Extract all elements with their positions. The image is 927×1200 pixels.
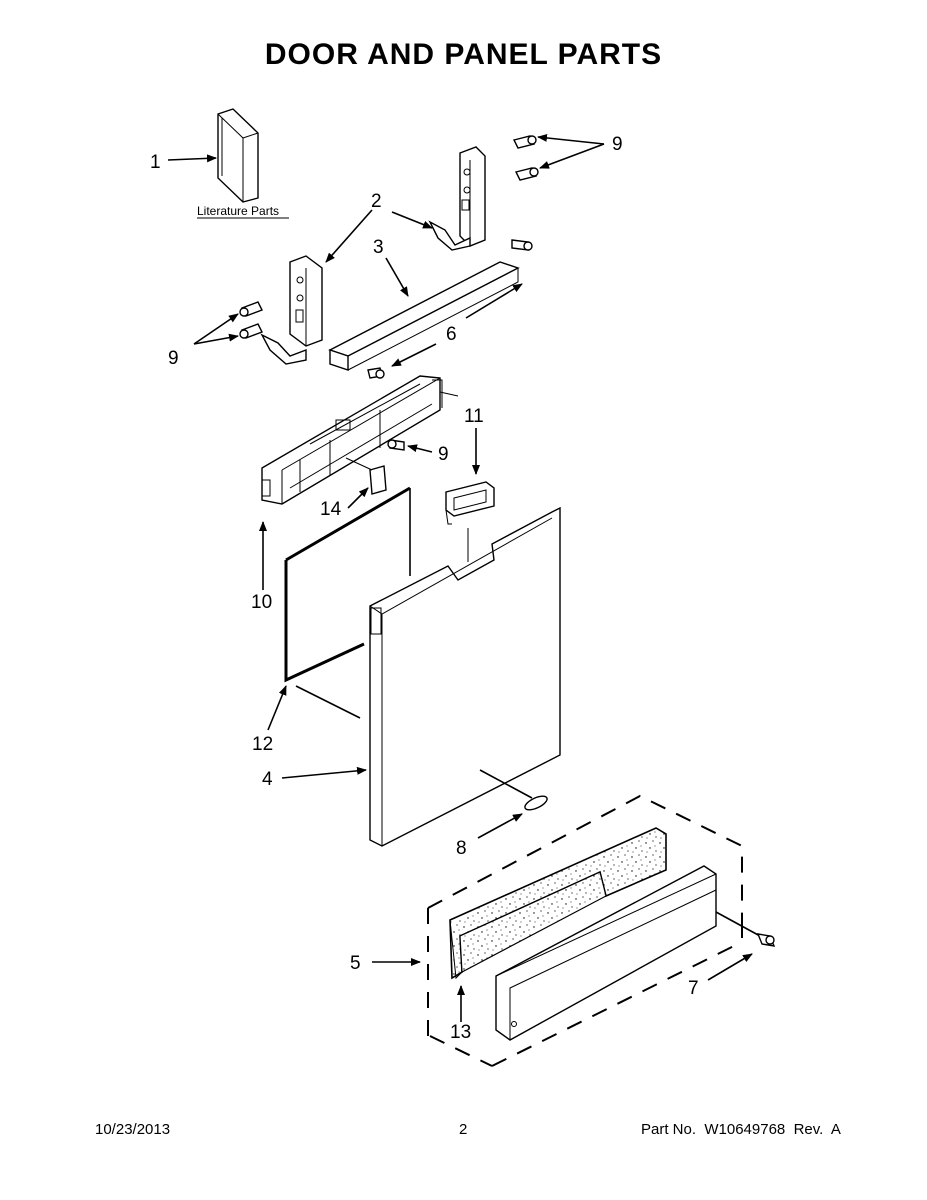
callout-9-top: 9 <box>612 134 623 155</box>
footer-date: 10/23/2013 <box>95 1121 171 1138</box>
screw-channel-left <box>367 367 385 379</box>
arrow-8 <box>477 813 523 839</box>
screw-left-1 <box>239 301 263 317</box>
badge-guide-line <box>479 769 533 799</box>
arrow-2-left <box>325 209 373 263</box>
gasket-guide-bottom <box>295 685 361 719</box>
arrow-3 <box>385 257 409 297</box>
callout-4: 4 <box>262 769 273 790</box>
screw-channel-right <box>511 239 533 251</box>
footer-part-number: Part No. W10649768 Rev. A <box>641 1121 841 1138</box>
footer-page-number: 2 <box>459 1121 468 1138</box>
arrow-9-left-b <box>193 333 239 345</box>
callout-11: 11 <box>464 406 484 427</box>
screw-console <box>387 439 405 451</box>
screw-top-1 <box>512 135 537 149</box>
callout-12: 12 <box>252 734 273 755</box>
kickplate-kit-outline <box>427 794 743 1067</box>
small-bracket <box>345 457 387 495</box>
page-title: DOOR AND PANEL PARTS <box>264 38 663 71</box>
arrow-6-lower <box>391 343 437 367</box>
callout-14: 14 <box>320 499 342 520</box>
callout-10: 10 <box>251 592 272 613</box>
screw-left-2 <box>239 323 263 339</box>
callout-7: 7 <box>688 978 699 999</box>
arrow-12 <box>267 685 287 731</box>
arrow-2-right <box>391 211 433 229</box>
callout-6: 6 <box>446 324 457 345</box>
kickplate-insulation <box>449 827 667 980</box>
callout-9-left: 9 <box>168 348 179 369</box>
callout-2: 2 <box>371 191 382 212</box>
arrow-9-top-a <box>537 133 605 145</box>
arrow-9-top-b <box>539 143 605 169</box>
left-hinge-bracket <box>260 255 323 365</box>
arrow-9-console <box>407 444 433 453</box>
toe-panel-screw-guide <box>715 911 761 937</box>
logo-badge <box>524 795 548 811</box>
arrow-4 <box>281 766 367 779</box>
arrow-9-left-a <box>193 313 239 345</box>
door-gasket <box>284 486 411 683</box>
callout-3: 3 <box>373 237 384 258</box>
callout-9-console: 9 <box>438 444 449 465</box>
toe-panel <box>495 865 717 1041</box>
callout-5: 5 <box>350 953 361 974</box>
right-hinge-bracket <box>428 146 486 251</box>
door-handle <box>445 481 495 525</box>
console-assembly <box>261 375 459 505</box>
literature-part <box>217 108 259 203</box>
arrow-7 <box>707 953 753 981</box>
callout-1: 1 <box>150 152 161 173</box>
toe-panel-screw <box>756 933 776 947</box>
callout-13: 13 <box>450 1022 471 1043</box>
screw-top-2 <box>514 167 539 181</box>
arrow-14 <box>347 487 369 509</box>
arrow-1 <box>167 154 217 163</box>
literature-parts-label: Literature Parts <box>197 204 279 218</box>
door-channel-bar <box>328 261 520 371</box>
outer-door-panel <box>369 506 561 847</box>
callout-8: 8 <box>456 838 467 859</box>
arrow-6-upper <box>465 283 523 319</box>
